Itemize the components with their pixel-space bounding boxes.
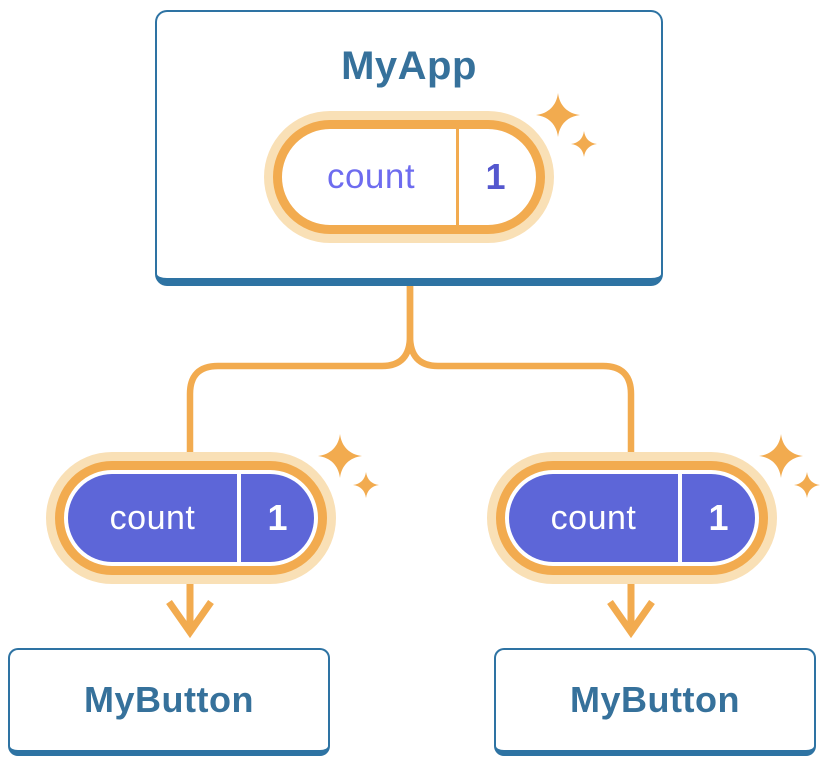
- state-pill-ring: count 1: [55, 461, 327, 575]
- sparkles-icon: [536, 93, 597, 157]
- state-name: count: [326, 157, 416, 196]
- state-pill-ring: count 1: [273, 120, 545, 234]
- state-value: 1: [678, 474, 755, 562]
- component-card-myapp: MyApp count 1: [155, 10, 663, 286]
- state-pill-left-child: count 1: [46, 434, 379, 584]
- sparkles-icon: [759, 434, 820, 498]
- component-card-mybutton-right: MyButton: [494, 648, 816, 756]
- sparkles-icon: [318, 434, 379, 498]
- component-card-mybutton-left: MyButton: [8, 648, 330, 756]
- state-pill-ring: count 1: [496, 461, 768, 575]
- branch-line-right: [406, 282, 635, 462]
- component-title: MyButton: [570, 679, 740, 720]
- state-pill-body: count 1: [68, 474, 314, 562]
- arrow-down-icon: [166, 578, 214, 639]
- state-pill-body: count 1: [509, 474, 755, 562]
- state-pill-root: count 1: [264, 93, 597, 243]
- state-pill-body: count 1: [286, 129, 532, 225]
- state-value: 1: [456, 129, 532, 225]
- state-name: count: [109, 498, 196, 537]
- state-value: 1: [237, 474, 314, 562]
- component-title: MyApp: [341, 44, 477, 88]
- state-pill-right-child: count 1: [487, 434, 820, 584]
- arrow-down-icon: [607, 578, 655, 639]
- state-name: count: [550, 498, 637, 537]
- component-title: MyButton: [84, 679, 254, 720]
